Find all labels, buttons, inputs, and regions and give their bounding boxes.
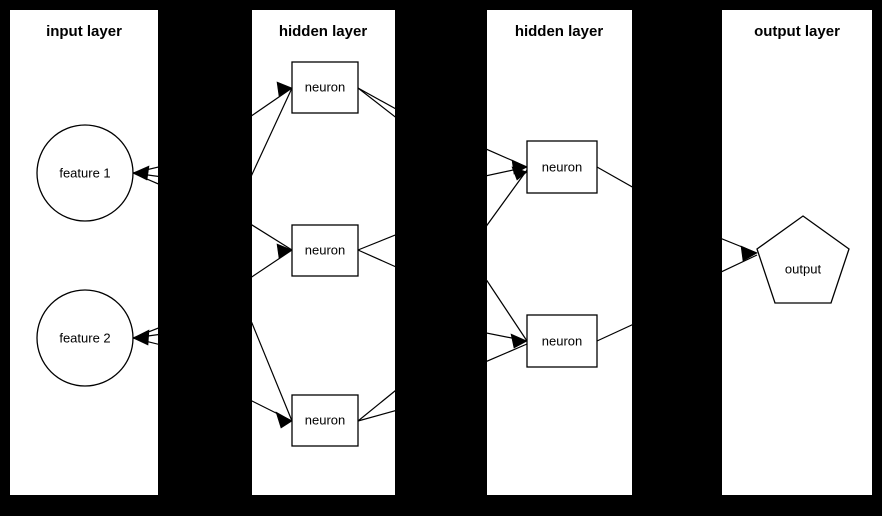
arrowhead-icon	[511, 166, 528, 181]
edge-out	[596, 324, 632, 342]
edge-out	[596, 166, 632, 188]
node-feature-2[interactable]: feature 2	[36, 289, 134, 387]
hidden2-neuron-1-box[interactable]	[526, 140, 598, 194]
arrowhead-icon	[132, 165, 150, 181]
edge-out	[357, 234, 395, 251]
arrowhead-icon	[276, 81, 293, 97]
layer-title-hidden-1: hidden layer	[279, 23, 368, 40]
node-feature-1[interactable]: feature 1	[36, 124, 134, 222]
edges-hidden2-panel	[487, 148, 632, 362]
edge-in	[722, 254, 758, 273]
output-pentagon[interactable]	[756, 215, 850, 304]
output-label: output	[785, 261, 822, 276]
edge-in	[487, 148, 528, 168]
edge-out	[357, 410, 395, 422]
edge-in	[487, 169, 528, 227]
edges-hidden1-panel	[252, 81, 395, 429]
arrowhead-icon	[276, 243, 293, 259]
node-hidden1-neuron-3[interactable]: neuron	[291, 394, 359, 447]
edge-stub	[132, 166, 158, 174]
feature-1-label: feature 1	[59, 165, 110, 180]
layer-title-output: output layer	[754, 23, 840, 40]
feature-2-circle[interactable]	[36, 289, 134, 387]
edge-in	[487, 332, 528, 342]
hidden1-neuron-3-box[interactable]	[291, 394, 359, 447]
edge-in	[487, 279, 528, 342]
node-output[interactable]: output	[756, 215, 850, 304]
edge-stub	[132, 337, 158, 345]
edge-stub	[132, 172, 158, 185]
edges-input-panel	[132, 165, 158, 346]
node-hidden2-neuron-2[interactable]: neuron	[526, 314, 598, 368]
layer-title-input: input layer	[46, 23, 122, 40]
edge-in	[252, 87, 293, 176]
arrowhead-icon	[740, 245, 758, 262]
edge-in	[487, 166, 528, 177]
edge-stub	[132, 334, 158, 339]
edge-stub	[132, 172, 158, 177]
edge-in	[252, 400, 293, 422]
edge-in	[252, 87, 293, 117]
hidden1-neuron-1-label: neuron	[305, 79, 345, 94]
edge-out	[357, 87, 395, 110]
hidden1-neuron-2-box[interactable]	[291, 224, 359, 277]
layer-title-hidden-2: hidden layer	[515, 23, 604, 40]
edge-in	[487, 343, 528, 362]
edge-in	[252, 224, 293, 251]
arrowhead-icon	[275, 411, 293, 429]
arrowhead-icon	[132, 329, 150, 346]
edge-in	[252, 321, 293, 422]
edge-in	[252, 249, 293, 278]
hidden1-neuron-2-label: neuron	[305, 242, 345, 257]
arrowhead-icon	[510, 333, 528, 349]
edge-out	[357, 87, 395, 118]
hidden1-neuron-3-label: neuron	[305, 412, 345, 427]
hidden2-neuron-2-box[interactable]	[526, 314, 598, 368]
feature-1-circle[interactable]	[36, 124, 134, 222]
panel-input-layer	[10, 10, 158, 495]
node-hidden2-neuron-1[interactable]: neuron	[526, 140, 598, 194]
feature-2-label: feature 2	[59, 330, 110, 345]
edges-output-panel	[722, 238, 758, 273]
panel-hidden-layer-2	[487, 10, 632, 495]
node-hidden1-neuron-1[interactable]: neuron	[291, 61, 359, 114]
edge-out	[357, 390, 395, 422]
edge-out	[357, 249, 395, 268]
hidden1-neuron-1-box[interactable]	[291, 61, 359, 114]
hidden2-neuron-2-label: neuron	[542, 333, 582, 348]
node-hidden1-neuron-2[interactable]: neuron	[291, 224, 359, 277]
hidden2-neuron-1-label: neuron	[542, 159, 582, 174]
